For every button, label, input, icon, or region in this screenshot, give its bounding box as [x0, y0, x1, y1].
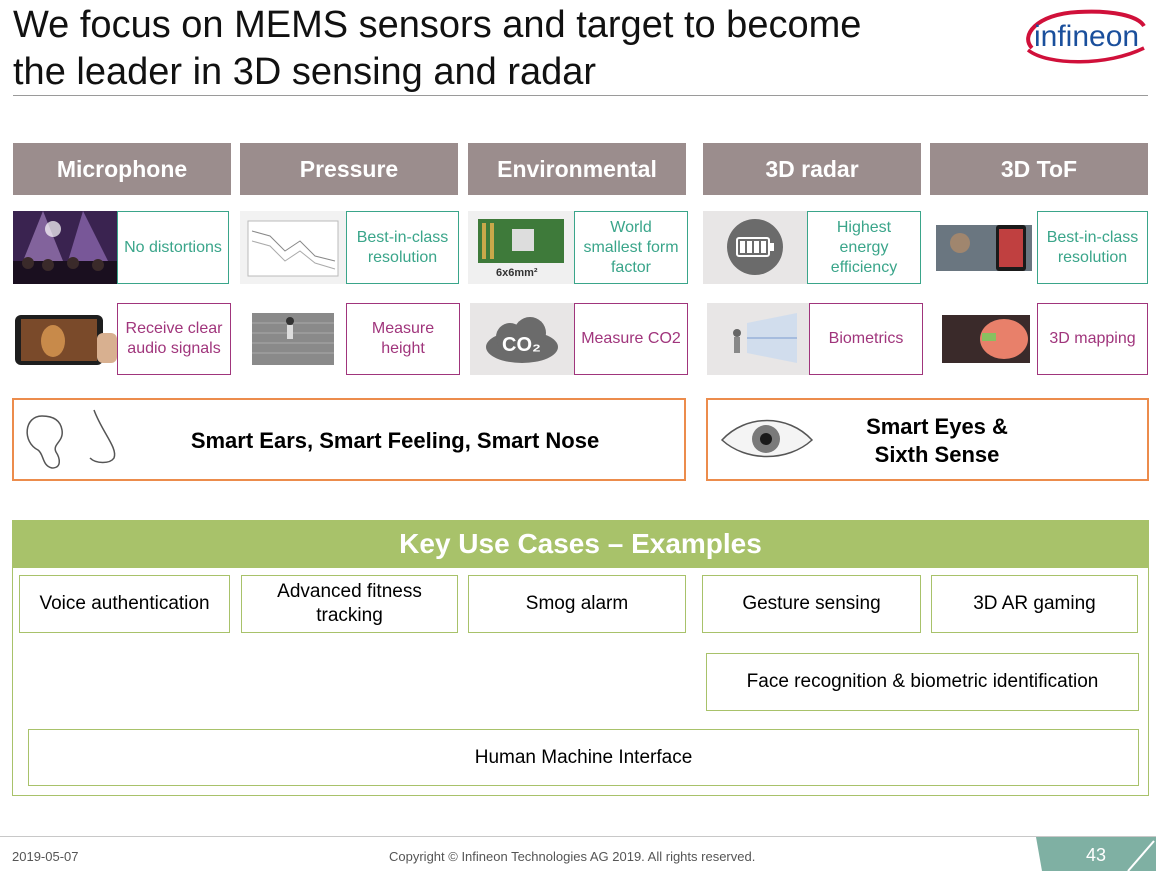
concert-photo — [13, 211, 117, 284]
category-3d-radar: 3D radar — [703, 143, 921, 195]
slide-title-line2: the leader in 3D sensing and radar — [13, 51, 597, 93]
feature-measure-co2: Measure CO2 — [574, 303, 688, 375]
category-microphone: Microphone — [13, 143, 231, 195]
feature-measure-height: Measure height — [346, 303, 460, 375]
ear-nose-icon — [26, 409, 116, 469]
smart-eyes-line2: Sixth Sense — [874, 442, 1000, 467]
footer-date: 2019-05-07 — [12, 849, 79, 864]
sensor-chip-photo: 6x6mm² — [478, 219, 564, 279]
smart-ears-box — [12, 398, 686, 481]
category-3d-tof: 3D ToF — [930, 143, 1148, 195]
smart-eyes-line1: Smart Eyes & — [866, 414, 1008, 439]
use-case-gesture-sensing: Gesture sensing — [702, 575, 921, 633]
page-number-tab — [1036, 837, 1156, 871]
feature-world-smallest-form-factor: World smallest form factor — [574, 211, 688, 284]
feature-highest-energy-efficiency: Highest energy efficiency — [807, 211, 921, 284]
feature-3d-mapping: 3D mapping — [1037, 303, 1148, 375]
feature-best-in-class-resolution-pressure: Best-in-class resolution — [346, 211, 459, 284]
feature-receive-clear-audio-signals: Receive clear audio signals — [117, 303, 231, 375]
battery-icon — [727, 219, 783, 275]
3d-mapping-photo — [942, 315, 1030, 363]
infineon-logo: infineon — [1026, 9, 1146, 64]
co2-cloud-label: CO₂ — [502, 334, 541, 356]
co2-cloud-image: CO₂ — [470, 303, 574, 375]
tof-phone-photo — [936, 225, 1032, 271]
key-use-cases-header: Key Use Cases – Examples — [12, 520, 1149, 568]
slide-title-line1: We focus on MEMS sensors and target to b… — [13, 4, 862, 46]
use-case-3d-ar-gaming: 3D AR gaming — [931, 575, 1138, 633]
3d-mapping-image — [934, 303, 1037, 375]
sensor-chip-image: 6x6mm² — [468, 211, 574, 284]
feature-biometrics: Biometrics — [809, 303, 923, 375]
stairs-runner-image — [240, 303, 346, 375]
stairs-runner-photo — [252, 313, 334, 365]
feature-best-in-class-resolution-tof: Best-in-class resolution — [1037, 211, 1148, 284]
use-case-voice-authentication: Voice authentication — [19, 575, 230, 633]
violin-phone-photo — [15, 315, 117, 365]
use-case-face-recognition: Face recognition & biometric identificat… — [706, 653, 1139, 711]
logo-wordmark: infineon — [1034, 20, 1139, 53]
footer-divider — [0, 836, 1156, 837]
eye-icon — [720, 419, 814, 458]
pressure-graph — [247, 220, 339, 277]
use-case-advanced-fitness-tracking: Advanced fitness tracking — [241, 575, 458, 633]
title-divider — [13, 95, 1148, 96]
tof-phone-image — [930, 211, 1037, 284]
use-case-smog-alarm: Smog alarm — [468, 575, 686, 633]
smart-eyes-label: Smart Eyes & Sixth Sense — [820, 413, 1054, 469]
biometrics-radar-image — [707, 303, 809, 375]
violin-phone-image — [13, 303, 117, 375]
category-environmental: Environmental — [468, 143, 686, 195]
smart-ears-label: Smart Ears, Smart Feeling, Smart Nose — [190, 428, 600, 453]
footer-copyright: Copyright © Infineon Technologies AG 201… — [389, 849, 756, 864]
concert-image — [13, 211, 117, 284]
co2-cloud-icon: CO₂ — [486, 317, 558, 363]
pressure-graph-image — [240, 211, 346, 284]
slide-title: We focus on MEMS sensors and target to b… — [13, 2, 973, 96]
battery-image — [703, 211, 807, 284]
biometrics-radar-diagram — [733, 313, 797, 363]
feature-no-distortions: No distortions — [117, 211, 229, 284]
page-number: 43 — [1086, 845, 1107, 865]
use-case-human-machine-interface: Human Machine Interface — [28, 729, 1139, 786]
sensor-size-label: 6x6mm² — [496, 267, 538, 279]
category-pressure: Pressure — [240, 143, 458, 195]
